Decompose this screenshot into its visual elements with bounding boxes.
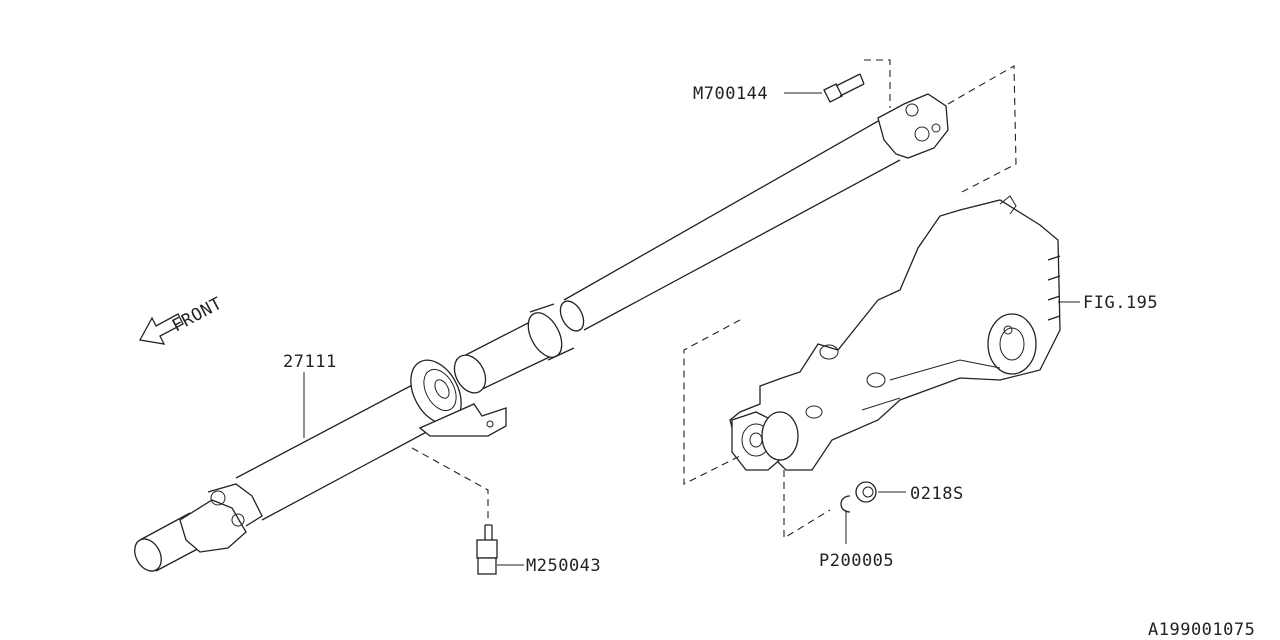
callout-shaft: 27111: [283, 352, 337, 372]
figure-id: A199001075: [1148, 620, 1255, 640]
callout-washer: P200005: [819, 551, 894, 571]
callout-front-bolt: M700144: [693, 84, 768, 104]
front-label: FRONT: [169, 294, 226, 337]
bearing-bolt: [476, 524, 498, 575]
callout-bearing-bolt: M250043: [526, 556, 601, 576]
nut: [855, 481, 877, 503]
callout-differential: FIG.195: [1083, 293, 1158, 313]
guide-lines: [411, 59, 1017, 539]
front-direction-arrow: FRONT: [138, 294, 226, 345]
washer: [840, 495, 851, 513]
propeller-shaft: [134, 93, 949, 572]
rear-differential: [729, 195, 1061, 471]
leader-lines: [303, 92, 1080, 566]
front-bolt: [823, 73, 865, 103]
callout-nut: 0218S: [910, 484, 964, 504]
